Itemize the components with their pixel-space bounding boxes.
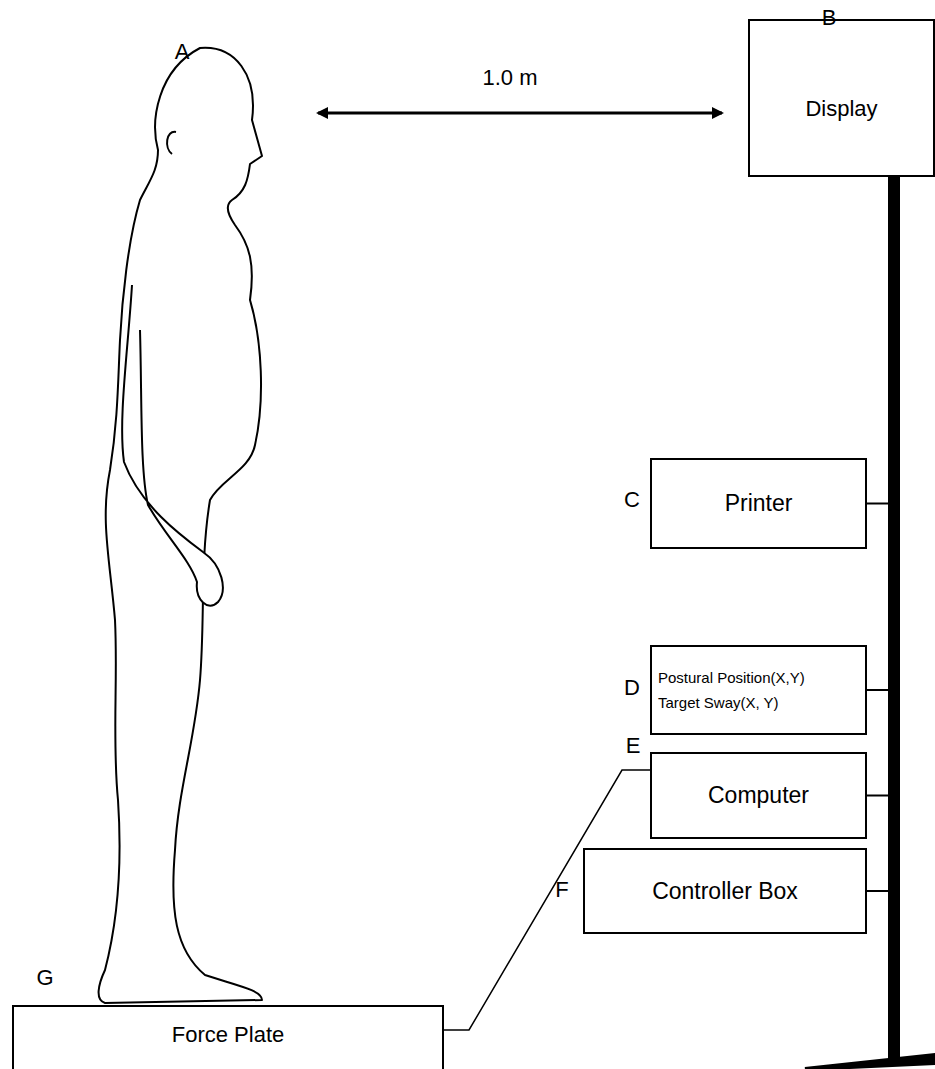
mount-bracket bbox=[867, 503, 889, 505]
device-box: Printer bbox=[650, 458, 867, 549]
force-plate: Force Plate bbox=[12, 1005, 444, 1069]
device-box: Controller Box bbox=[583, 848, 867, 934]
node-text: Computer bbox=[708, 782, 809, 809]
callout-letter: A bbox=[175, 39, 190, 65]
device-box: Postural Position(X,Y) Target Sway(X, Y) bbox=[650, 645, 867, 735]
node-text: Printer bbox=[725, 490, 793, 517]
callout-letter: G bbox=[36, 965, 53, 991]
display-box: Display bbox=[748, 19, 935, 177]
callout-letter: C bbox=[624, 487, 640, 513]
person-figure bbox=[99, 48, 262, 1003]
node-text: Postural Position(X,Y) bbox=[658, 669, 805, 686]
stand-pole bbox=[888, 177, 900, 1062]
mount-bracket bbox=[867, 890, 889, 892]
callout-letter: E bbox=[626, 733, 641, 759]
mount-bracket bbox=[867, 689, 889, 691]
mount-bracket bbox=[867, 795, 889, 797]
callout-letter: B bbox=[822, 5, 837, 31]
callout-letter: F bbox=[555, 877, 568, 903]
callout-letter: D bbox=[624, 675, 640, 701]
dimension-label: 1.0 m bbox=[482, 65, 537, 91]
device-box: Computer bbox=[650, 752, 867, 839]
node-text: Controller Box bbox=[652, 878, 798, 905]
node-text: Display bbox=[805, 96, 877, 122]
distance-arrow bbox=[318, 112, 722, 115]
node-text: Force Plate bbox=[172, 1022, 285, 1048]
node-text: Target Sway(X, Y) bbox=[658, 694, 779, 711]
stand-base bbox=[805, 1055, 935, 1069]
